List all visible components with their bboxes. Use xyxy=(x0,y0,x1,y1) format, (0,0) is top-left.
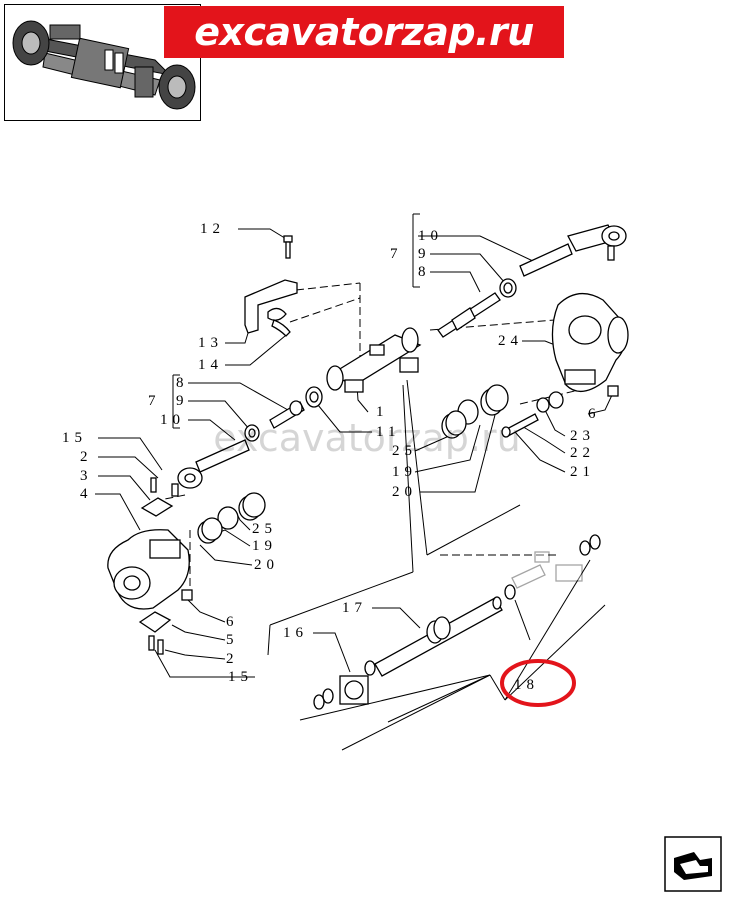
callout-8-lower: 8 xyxy=(176,375,189,391)
callout-6-lower: 6 xyxy=(226,614,239,630)
bushing-25-lower xyxy=(238,492,266,521)
next-page-arrow-icon xyxy=(664,836,722,892)
leader-lines xyxy=(95,213,613,751)
bushing-6-lower xyxy=(181,589,193,601)
bushing-20-lower xyxy=(197,517,223,544)
bushing-19-lower xyxy=(217,506,239,530)
steering-knuckle-24 xyxy=(551,293,629,392)
bolt-2-lower xyxy=(148,635,164,655)
callout-2-lower: 2 xyxy=(226,651,239,667)
bushing-6-upper xyxy=(607,385,619,397)
callout-25-upper: 25 xyxy=(392,443,417,459)
callout-9-lower: 9 xyxy=(176,393,189,409)
rod-end-16 xyxy=(339,675,369,705)
threaded-rod-8-upper xyxy=(437,292,501,338)
bracket-13 xyxy=(244,279,298,334)
seal-22 xyxy=(536,397,550,413)
clip-14 xyxy=(267,307,291,337)
axle-assembly-thumbnail xyxy=(12,20,196,110)
tie-rod-end-upper xyxy=(519,224,627,277)
tie-rod-end-lower xyxy=(171,439,250,497)
callout-18: 18 xyxy=(514,677,539,693)
callout-21: 21 xyxy=(570,464,595,480)
callout-8-upper: 8 xyxy=(418,264,431,280)
seal-rings-18 xyxy=(313,534,601,710)
watermark: excavatorzap.ru xyxy=(213,416,521,460)
callout-22: 22 xyxy=(570,445,595,461)
callout-15-lower: 15 xyxy=(228,669,253,685)
lock-nut-9-lower xyxy=(244,424,260,442)
callout-3: 3 xyxy=(80,468,93,484)
highlight-circle xyxy=(500,659,576,707)
callout-20-upper: 20 xyxy=(392,484,417,500)
seal-23 xyxy=(548,391,564,409)
callout-4: 4 xyxy=(80,486,93,502)
callout-20-lower: 20 xyxy=(254,557,279,573)
callout-23: 23 xyxy=(570,428,595,444)
callout-14: 14 xyxy=(198,357,223,373)
callout-10-lower: 10 xyxy=(160,412,185,428)
callout-5: 5 xyxy=(226,632,239,648)
callout-12: 12 xyxy=(200,221,225,237)
callout-9-upper: 9 xyxy=(418,246,431,262)
alignment-lines xyxy=(159,282,601,656)
lock-nut-9-upper xyxy=(499,278,517,298)
callout-7-upper: 7 xyxy=(390,246,403,262)
callout-2-upper: 2 xyxy=(80,449,93,465)
steering-cylinder-1 xyxy=(326,327,422,393)
callout-7-lower: 7 xyxy=(148,393,161,409)
cover-3 xyxy=(140,497,174,517)
bushing-20-upper xyxy=(441,410,467,439)
cover-5 xyxy=(138,611,172,633)
callout-6-upper: 6 xyxy=(588,406,601,422)
washer-11 xyxy=(305,386,323,408)
pin-21 xyxy=(501,413,539,438)
callout-24: 24 xyxy=(498,333,523,349)
callout-16: 16 xyxy=(283,625,308,641)
piston-rod-17 xyxy=(374,596,503,677)
callout-15-upper: 15 xyxy=(62,430,87,446)
callout-25-lower: 25 xyxy=(252,521,277,537)
steering-knuckle-4 xyxy=(107,529,190,610)
callout-17: 17 xyxy=(342,600,367,616)
threaded-rod-8-lower xyxy=(269,400,305,429)
callout-10-upper: 10 xyxy=(418,228,443,244)
brand-banner: excavatorzap.ru xyxy=(164,6,564,58)
callout-19-lower: 19 xyxy=(252,538,277,554)
callout-labels: 12 10 7 9 8 24 13 14 8 7 9 10 1 11 6 23 … xyxy=(62,221,601,693)
callout-19-upper: 19 xyxy=(392,464,417,480)
bolt-2-upper xyxy=(150,477,157,493)
ghost-piston-parts xyxy=(511,551,583,589)
callout-11: 11 xyxy=(376,424,400,440)
callout-1: 1 xyxy=(376,404,389,420)
bolt-12 xyxy=(283,235,293,259)
bushing-25-upper xyxy=(480,384,509,416)
callout-13: 13 xyxy=(198,335,223,351)
next-page-button[interactable] xyxy=(664,836,722,892)
